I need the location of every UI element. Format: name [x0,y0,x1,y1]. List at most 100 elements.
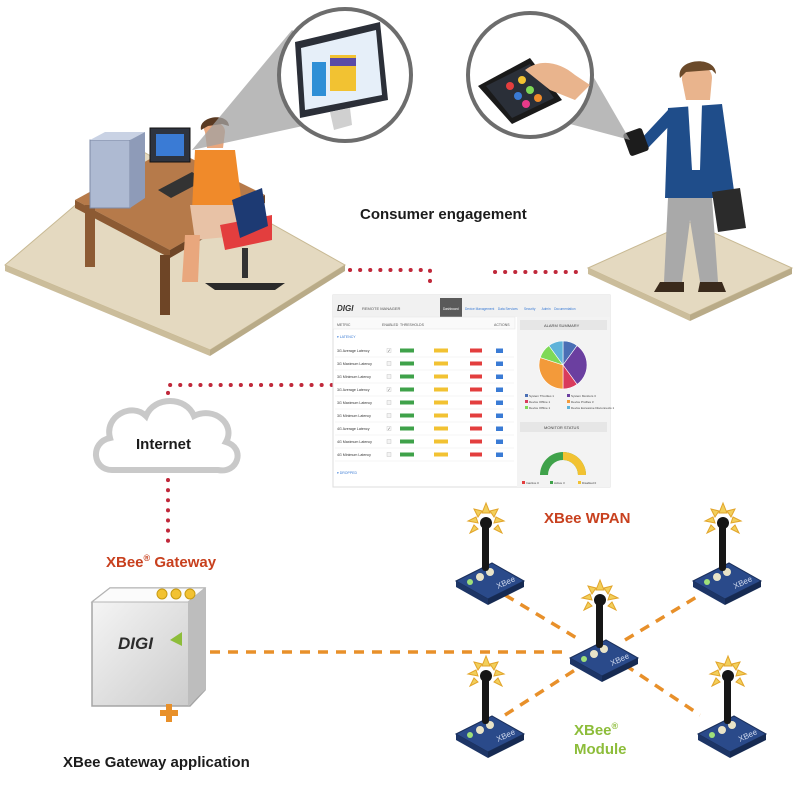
threshold-critical-badge [470,348,482,353]
threshold-critical-badge [470,452,482,457]
dashboard-row-metric: 3G Maximum Latency [337,401,372,405]
dashboard-row-checkbox[interactable] [386,361,392,366]
row-edit-button[interactable] [496,400,503,406]
xbee-gateway-label: XBee® Gateway [106,553,216,571]
row-edit-button[interactable] [496,361,503,367]
monitor-legend-item: Active 3 [554,481,565,485]
dashboard-row-metric: 4G Minimum Latency [337,453,371,457]
pie-slice [562,345,588,385]
module-word-text: Module [574,741,627,758]
dashboard-tab[interactable]: Data Services [498,307,518,311]
checkmark-icon: ✓ [388,387,391,392]
xbee-gateway-application-label: XBee Gateway application [63,754,250,771]
internet-cloud-icon [93,398,241,474]
threshold-critical-badge [470,439,482,444]
monitor-legend-swatch [578,481,581,484]
digi-logo: DIGI [118,634,153,653]
gateway-brand-text: XBee [106,554,144,571]
legend-swatch [525,406,528,409]
businessman-scene [586,61,794,321]
threshold-normal-badge [400,348,414,353]
row-edit-button[interactable] [496,426,503,432]
monitor-gauge [540,452,586,475]
threshold-critical-badge [470,361,482,366]
monitor-legend-swatch [522,481,525,484]
row-edit-button[interactable] [496,452,503,458]
dashboard-row-checkbox[interactable] [386,400,392,405]
legend-swatch [567,406,570,409]
module-registered-mark: ® [611,721,619,731]
dashboard-row-checkbox[interactable] [386,387,392,392]
threshold-critical-badge [470,413,482,418]
module-brand-text: XBee [574,722,612,739]
dashboard-tab[interactable]: Dashboard [443,307,459,311]
threshold-normal-badge [400,387,414,392]
link-hub-topleft [504,593,581,642]
zoom-bubble-phone [466,11,630,140]
row-edit-button[interactable] [496,387,503,393]
dashboard-row-checkbox[interactable] [386,426,392,431]
threshold-critical-badge [470,400,482,405]
legend-swatch [525,400,528,403]
dashboard-section-latency: ▾ LATENCY [337,335,356,339]
threshold-critical-badge [470,374,482,379]
consumer-engagement-label: Consumer engagement [360,206,527,223]
dashboard-row-metric: 3G Average Latency [337,388,370,392]
briefcase-icon [712,188,746,232]
threshold-normal-badge [400,361,414,366]
person-floor [586,221,794,316]
threshold-critical-badge [470,387,482,392]
threshold-warning-badge [434,439,448,444]
dashboard-tab[interactable]: Security [524,307,536,311]
row-edit-button[interactable] [496,439,503,445]
threshold-warning-badge [434,348,448,353]
dashboard-row-metric: 3G Average Latency [337,349,370,353]
dashboard-row-checkbox[interactable] [386,374,392,379]
gateway-registered-mark: ® [143,553,151,563]
plus-icon [160,704,178,722]
legend-swatch [525,394,528,397]
dashboard-row-metric: 3G Maximum Latency [337,362,372,366]
pie-slice [538,357,564,390]
dashboard-row-checkbox[interactable] [386,348,392,353]
threshold-warning-badge [434,361,448,366]
zoom-bubble-screen [192,7,413,150]
threshold-normal-badge [400,426,414,431]
row-edit-button[interactable] [496,374,503,380]
dashboard-tab[interactable]: Admin [542,307,551,311]
dashboard-row-checkbox[interactable] [386,439,392,444]
dashboard-column-header: METRIC [337,323,351,327]
xbee-module-icon [569,579,639,683]
xbee-module-icon [455,502,525,606]
dashboard-row-checkbox[interactable] [386,452,392,457]
link-hub-bottomright [624,663,701,717]
xbee-module-label: XBee® Module [574,717,627,759]
row-edit-button[interactable] [496,348,503,354]
xbee-gateway-icon [90,587,207,707]
alarm-legend-item: Device Offline 1 [529,400,550,404]
alarm-summary-title: ALARM SUMMARY [544,323,580,328]
dashboard-column-header: ACTIONS [494,323,510,327]
legend-swatch [567,394,570,397]
legend-swatch [567,400,570,403]
monitor-legend-item: Disabled 0 [582,481,597,485]
internet-label: Internet [136,436,192,453]
businessman-icon [681,65,712,100]
dashboard-row-metric: 4G Maximum Latency [337,440,372,444]
checkmark-icon: ✓ [388,426,391,431]
threshold-warning-badge [434,426,448,431]
dashboard-row-metric: 4G Average Latency [337,427,370,431]
alarm-legend-item: System Monitors 3 [571,394,596,398]
dashboard-row-checkbox[interactable] [386,413,392,418]
dashboard-tab[interactable]: Documentation [554,307,576,311]
dashboard-section-dropped: ▾ DROPPED [337,471,358,475]
alarm-legend-item: System Throttles 1 [529,394,554,398]
pie-slice [548,340,564,366]
dashboard-tab[interactable]: Device Management [465,307,494,311]
threshold-critical-badge [470,426,482,431]
office-scene [4,117,346,356]
row-edit-button[interactable] [496,413,503,419]
threshold-warning-badge [434,374,448,379]
